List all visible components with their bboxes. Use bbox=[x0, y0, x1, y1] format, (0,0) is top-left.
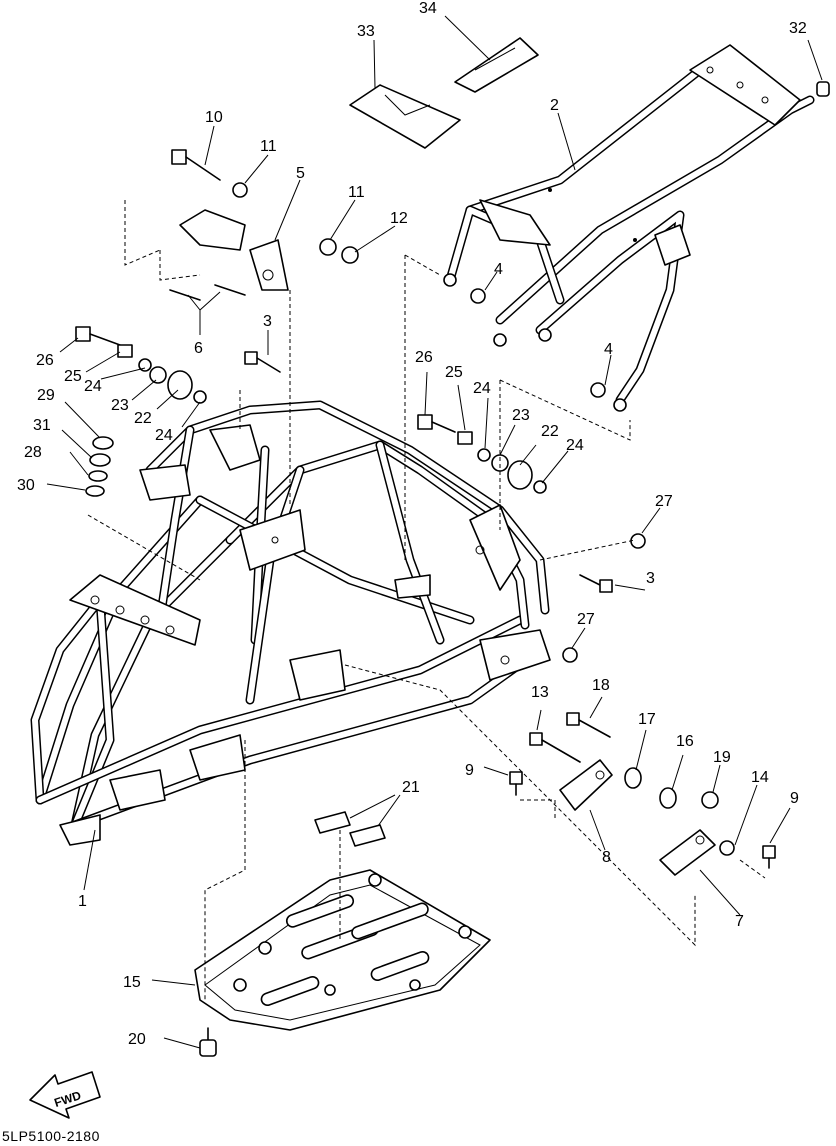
callout-15: 15 bbox=[123, 974, 141, 991]
mount-stack-right bbox=[417, 414, 547, 494]
cover-part bbox=[454, 37, 539, 93]
callout-18: 18 bbox=[592, 677, 610, 694]
callout-13: 13 bbox=[531, 684, 549, 701]
callout-24: 24 bbox=[155, 427, 173, 444]
callout-3: 3 bbox=[263, 313, 272, 330]
spacer-stack bbox=[85, 436, 114, 497]
callout-26: 26 bbox=[415, 349, 433, 366]
callout-25: 25 bbox=[64, 368, 82, 385]
callout-14: 14 bbox=[751, 769, 769, 786]
callout-25: 25 bbox=[445, 364, 463, 381]
callout-12: 12 bbox=[390, 210, 408, 227]
callout-32: 32 bbox=[789, 20, 807, 37]
rear-subframe bbox=[443, 44, 815, 412]
washer-11a bbox=[232, 182, 248, 198]
callout-34: 34 bbox=[419, 0, 437, 17]
nut-12 bbox=[341, 246, 359, 264]
callout-22: 22 bbox=[541, 423, 559, 440]
nut-27a bbox=[630, 533, 646, 549]
guide-lines bbox=[87, 254, 696, 1000]
callout-24: 24 bbox=[473, 380, 491, 397]
drawing-code: 5LP5100-2180 bbox=[2, 1128, 100, 1144]
cap-part bbox=[816, 81, 830, 97]
callout-33: 33 bbox=[357, 23, 375, 40]
callout-24: 24 bbox=[566, 437, 584, 454]
callout-9: 9 bbox=[465, 762, 474, 779]
callout-16: 16 bbox=[676, 733, 694, 750]
callout-26: 26 bbox=[36, 352, 54, 369]
callout-17: 17 bbox=[638, 711, 656, 728]
callout-23: 23 bbox=[512, 407, 530, 424]
nut-4b bbox=[590, 382, 606, 398]
callout-30: 30 bbox=[17, 477, 35, 494]
callout-5: 5 bbox=[296, 165, 305, 182]
linkage-parts bbox=[509, 712, 776, 879]
callout-1: 1 bbox=[78, 893, 87, 910]
washer-11b bbox=[319, 238, 337, 256]
bolt-10 bbox=[171, 149, 221, 181]
bolts-6 bbox=[169, 284, 246, 301]
bolt-3b bbox=[579, 574, 613, 593]
leader-lines bbox=[46, 15, 823, 1049]
callout-9: 9 bbox=[790, 790, 799, 807]
callout-7: 7 bbox=[735, 913, 744, 930]
callout-11: 11 bbox=[348, 184, 365, 201]
callout-23: 23 bbox=[111, 397, 129, 414]
callout-4: 4 bbox=[494, 261, 503, 278]
label-plate bbox=[349, 84, 461, 149]
nut-4a bbox=[470, 288, 486, 304]
callout-20: 20 bbox=[128, 1031, 146, 1048]
main-frame bbox=[30, 400, 551, 846]
callout-labels: 1 2 3 3 4 4 5 6 7 8 9 9 10 11 11 12 13 1… bbox=[17, 0, 807, 1048]
callout-8: 8 bbox=[602, 849, 611, 866]
callout-2: 2 bbox=[550, 97, 559, 114]
rubber-pads bbox=[314, 811, 386, 847]
mount-stack-left bbox=[75, 326, 281, 404]
bracket-5 bbox=[179, 209, 246, 251]
callout-22: 22 bbox=[134, 410, 152, 427]
bolt-20 bbox=[199, 1027, 217, 1057]
fwd-arrow-icon: FWD bbox=[29, 1071, 101, 1119]
callout-4: 4 bbox=[604, 341, 613, 358]
callout-24: 24 bbox=[84, 378, 102, 395]
callout-21: 21 bbox=[402, 779, 420, 796]
callout-10: 10 bbox=[205, 109, 223, 126]
skid-plate bbox=[194, 869, 491, 1031]
nut-27b bbox=[562, 647, 578, 663]
callout-27: 27 bbox=[577, 611, 595, 628]
callout-19: 19 bbox=[713, 749, 731, 766]
callout-3: 3 bbox=[646, 570, 655, 587]
callout-11: 11 bbox=[260, 138, 277, 155]
callout-29: 29 bbox=[37, 387, 55, 404]
callout-28: 28 bbox=[24, 444, 42, 461]
callout-27: 27 bbox=[655, 493, 673, 510]
callout-6: 6 bbox=[194, 340, 203, 357]
callout-31: 31 bbox=[33, 417, 51, 434]
